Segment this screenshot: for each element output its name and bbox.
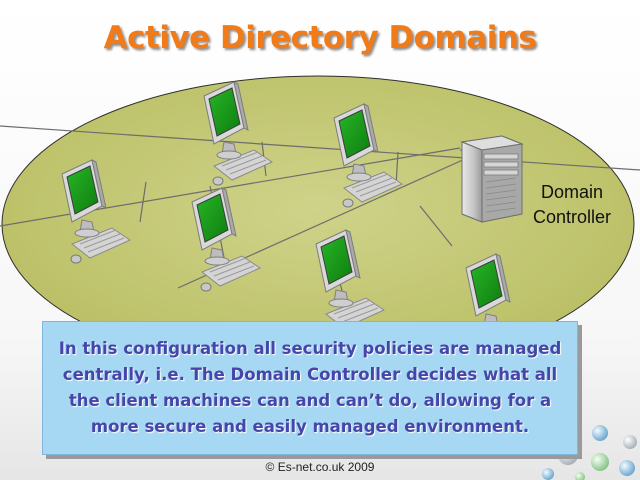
server-tower-icon [460, 135, 524, 223]
domain-controller-label: Domain Controller [522, 180, 622, 230]
domain-controller-label-line-1: Domain [540, 182, 604, 202]
slide-title: Active Directory Domains [103, 20, 537, 56]
copyright-text: © Es-net.co.uk 2009 [265, 460, 375, 474]
description-text: In this configuration all security polic… [58, 339, 562, 436]
domain-controller-label-line-2: Controller [532, 207, 612, 227]
description-box: In this configuration all security polic… [42, 321, 578, 455]
